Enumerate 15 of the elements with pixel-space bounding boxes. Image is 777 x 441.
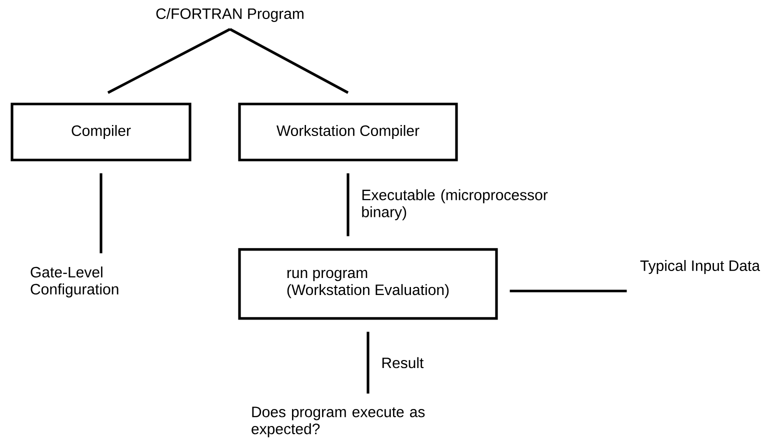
connector-line xyxy=(100,173,102,254)
process-box: Compiler xyxy=(10,102,192,162)
text-label: Typical Input Data xyxy=(640,260,760,274)
connector-line xyxy=(346,173,350,236)
text-label: Does program execute as expected? xyxy=(252,406,425,438)
process-box: Workstation Compiler xyxy=(238,102,458,162)
edge-label: Result xyxy=(382,357,424,368)
connector-line xyxy=(229,28,349,94)
text-label: Gate-Level Configuration xyxy=(30,266,118,298)
connector-line xyxy=(107,28,231,94)
edge-label: Executable (microprocessor binary) xyxy=(362,189,548,220)
connector-line xyxy=(366,332,370,394)
text-label: C/FORTRAN Program xyxy=(156,8,304,22)
process-box: run program (Workstation Evaluation) xyxy=(238,248,498,320)
connector-line xyxy=(510,290,627,292)
